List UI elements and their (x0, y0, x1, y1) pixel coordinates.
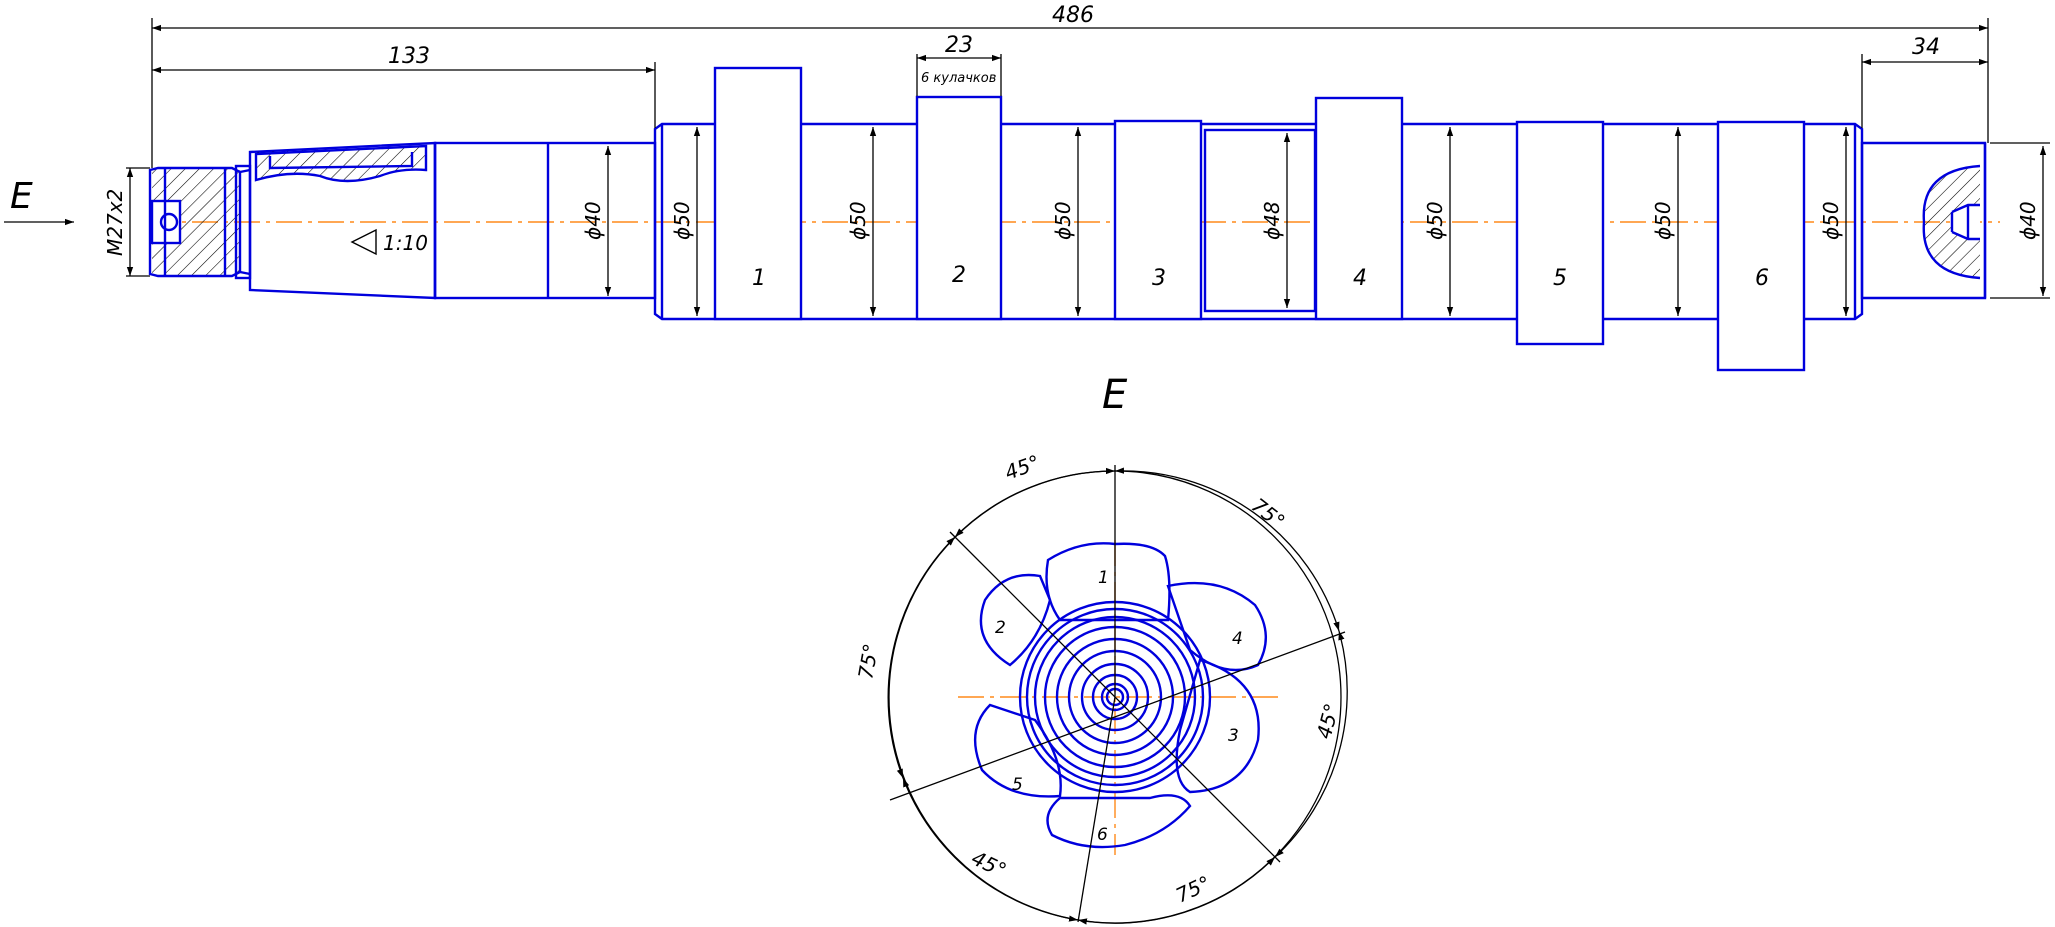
right-length-label: 34 (1912, 35, 1940, 60)
cam-2 (915, 95, 1003, 321)
cam-6 (1716, 120, 1806, 372)
lobe-number-2: 2 (995, 618, 1006, 638)
diameter-label-5: ϕ48 (1260, 201, 1284, 240)
diameter-label-7: ϕ50 (1651, 201, 1675, 240)
shaft-body (653, 122, 1864, 321)
diameter-label-2: ϕ50 (670, 201, 694, 240)
lobe-number-3: 3 (1228, 726, 1239, 746)
shaft-side-view (4, 18, 2050, 372)
left-length-label: 133 (388, 44, 430, 69)
lobe-number-6: 6 (1097, 825, 1108, 845)
center-hole-section (1922, 164, 1981, 280)
diameter-label-1: ϕ40 (581, 201, 605, 240)
cam-number-6: 6 (1755, 266, 1769, 291)
cam-count-note: 6 кулачков (921, 71, 996, 86)
cam-lobe-4 (1166, 581, 1268, 672)
taper-value: 1:10 (383, 231, 428, 255)
view-label-left: E (10, 176, 33, 217)
diameter-label-8: ϕ50 (1819, 201, 1843, 240)
tapered-section (248, 141, 437, 300)
cam-5 (1515, 120, 1605, 346)
cam-width-label: 23 (945, 33, 973, 58)
journal-left (433, 141, 657, 300)
radial-line-3 (889, 631, 1346, 801)
taper-label: 1:10 (350, 228, 428, 256)
lobe-number-1: 1 (1098, 568, 1109, 588)
view-label-bottom: E (1102, 372, 1128, 418)
cam-number-5: 5 (1553, 266, 1567, 291)
cam-lobe-6 (1046, 794, 1192, 849)
cam-number-2: 2 (952, 263, 966, 288)
lobe-number-4: 4 (1232, 629, 1243, 649)
diameter-label-9: ϕ40 (2016, 201, 2040, 240)
diameter-label-4: ϕ50 (1051, 201, 1075, 240)
cam-number-4: 4 (1353, 266, 1367, 291)
cam-lobe-2 (979, 573, 1052, 667)
threaded-end (148, 164, 252, 280)
angle-label-5: 45° (968, 846, 1010, 883)
angle-label-1: 45° (1002, 450, 1044, 485)
angle-label-2: 75° (1247, 493, 1290, 534)
angle-label-3: 75° (853, 642, 883, 681)
diameter-label-3: ϕ50 (846, 201, 870, 240)
angle-label-6: 75° (1172, 871, 1214, 908)
lobe-number-5: 5 (1012, 775, 1023, 795)
overall-length-label: 486 (1052, 3, 1094, 28)
cam-3 (1113, 119, 1203, 321)
angle-label-4: 45° (1312, 701, 1344, 741)
thread-label: M27x2 (103, 189, 127, 256)
cam-1 (713, 66, 803, 321)
cam-number-3: 3 (1152, 266, 1166, 291)
diameter-label-6: ϕ50 (1423, 201, 1447, 240)
end-view-e (887, 465, 1348, 925)
cam-4 (1314, 96, 1404, 321)
cam-number-1: 1 (752, 266, 766, 291)
